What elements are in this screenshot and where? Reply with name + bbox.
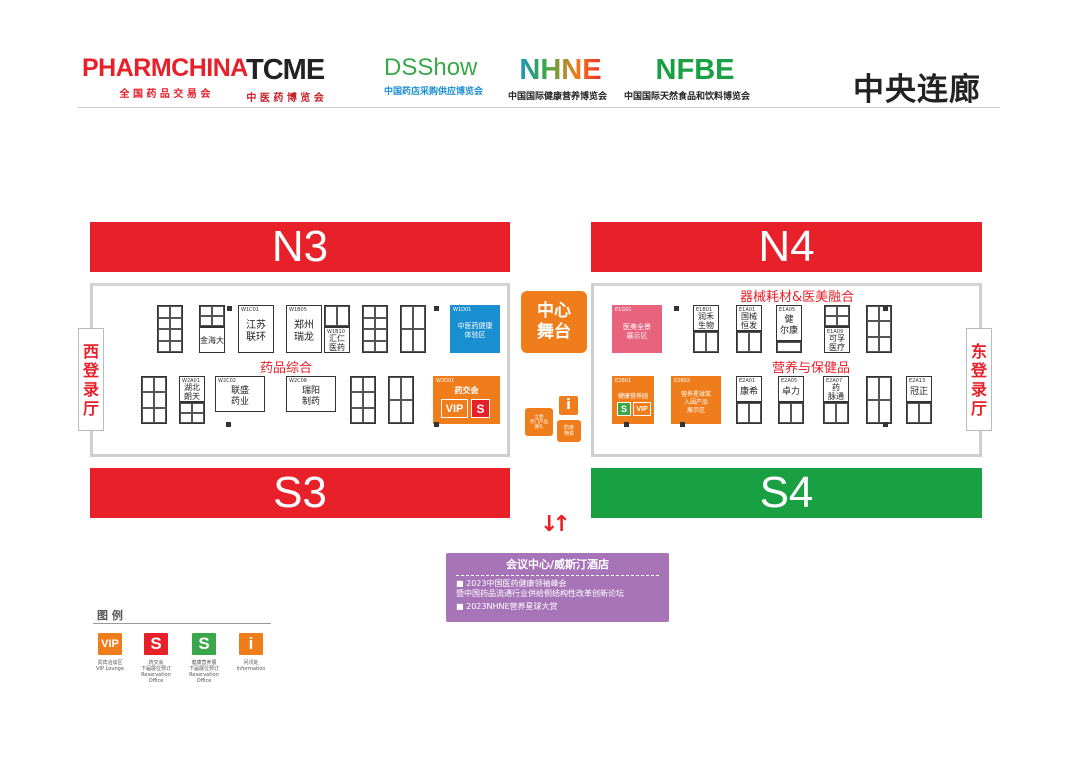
booth-cluster[interactable]	[776, 341, 802, 353]
booth-E2B02[interactable]: E2B02 营养星球奖 入围产品 展示区	[671, 376, 721, 424]
nhne-logo: NHNE 中国国际健康营养博览会	[508, 54, 608, 103]
pillar	[434, 422, 439, 427]
conference-item: ■ 2023NHNE营养星球大赏	[456, 602, 558, 611]
booth-cluster[interactable]	[179, 402, 205, 424]
booth-cluster[interactable]	[324, 305, 350, 327]
booth-cluster[interactable]	[866, 376, 892, 424]
booth-jinhaida[interactable]: 金海大	[199, 327, 225, 353]
booth-E1B01[interactable]: E1B01 润禾 生物	[693, 305, 719, 331]
conference-center-panel[interactable]: 会议中心/威斯汀酒店 ■ 2023中国医药健康领袖峰会 暨中国药品流通行业供给侧…	[446, 553, 669, 622]
west-entrance[interactable]: 西 登 录 厅	[78, 328, 104, 431]
conference-item: ■ 2023中国医药健康领袖峰会 暨中国药品流通行业供给侧结构性改革创新论坛	[456, 579, 624, 598]
booth-E1A01[interactable]: E1A01 国械 恒发	[736, 305, 762, 331]
nutrition-reservation-s-icon: S	[617, 402, 631, 416]
center-stage[interactable]: 中心 舞台	[521, 291, 587, 353]
hot-product-booth[interactable]: 立春 热门产品 颁礼	[525, 408, 553, 436]
dsshow-logo: DSShow 中国药店采购供应博览会	[384, 54, 484, 98]
pillar	[674, 306, 679, 311]
hall-n3-band: N3	[90, 222, 510, 272]
booth-E2A07[interactable]: E2A07 药 脉通	[823, 376, 849, 402]
booth-cluster[interactable]	[199, 305, 225, 327]
booth-cluster[interactable]	[400, 305, 426, 353]
booth-cluster[interactable]	[866, 305, 892, 353]
booth-cluster[interactable]	[141, 376, 167, 424]
booth-E2A13[interactable]: E2A13 冠正	[906, 376, 932, 402]
legend-title: 图 例	[97, 609, 123, 622]
pillar	[883, 306, 888, 311]
booth-E1G01[interactable]: E1G01 医美全景 展示区	[612, 305, 662, 353]
pillar	[624, 422, 629, 427]
booth-cluster[interactable]	[823, 402, 849, 424]
legend-label: 健康营养展 下届展位预订 Reservation Office	[188, 660, 219, 684]
zone-label-pharma: 药品综合	[260, 361, 313, 376]
legend-s-green-icon: S	[191, 632, 217, 656]
booth-cluster[interactable]	[157, 305, 183, 353]
booth-W1B10[interactable]: W1B10 汇仁 医药	[324, 327, 350, 353]
legend-info-icon: i	[238, 632, 264, 656]
booth-cluster[interactable]	[388, 376, 414, 424]
booth-E2A01[interactable]: E2A01 康希	[736, 376, 762, 402]
reservation-s-icon: S	[471, 399, 490, 418]
pillar	[434, 306, 439, 311]
legend-label: 药交会 下届展位预订 Reservation Office	[140, 660, 171, 684]
zone-label-nutrition: 营养与保健品	[772, 361, 851, 376]
pillar	[227, 306, 232, 311]
east-entrance[interactable]: 东 登 录 厅	[966, 328, 992, 431]
hall-n4-band: N4	[591, 222, 982, 272]
booth-E2B01[interactable]: E2B01 健康营养园 S VIP	[612, 376, 654, 424]
pillar	[883, 422, 888, 427]
info-icon[interactable]: i	[559, 396, 578, 415]
booth-W2C08[interactable]: W2C08 瑞阳 制药	[286, 376, 336, 412]
booth-W1C01[interactable]: W1C01 江苏 联环	[238, 305, 274, 353]
booth-W1D01[interactable]: W1D01 中医药健康 体验区	[450, 305, 500, 353]
booth-W2D01[interactable]: W2D01 药交会 VIP S	[433, 376, 500, 424]
booth-cluster[interactable]	[906, 402, 932, 424]
up-down-arrow-icon: ↓↑	[540, 512, 571, 537]
nfbe-logo: NFBE 中国国际天然食品和饮料博览会	[624, 54, 751, 103]
booth-W2C02[interactable]: W2C02 联盛 药业	[215, 376, 265, 412]
hall-s4-band: S4	[591, 468, 982, 518]
booth-cluster[interactable]	[824, 305, 850, 327]
vip-icon: VIP	[633, 402, 651, 416]
booth-cluster[interactable]	[362, 305, 388, 353]
booth-cluster[interactable]	[693, 331, 719, 353]
hall-s3-band: S3	[90, 468, 510, 518]
page-title: 中央连廊	[853, 72, 981, 108]
booth-cluster[interactable]	[350, 376, 376, 424]
legend-label: 问讯处 Information	[236, 660, 266, 672]
vip-icon: VIP	[441, 399, 468, 418]
legend-s-red-icon: S	[143, 632, 169, 656]
pharmchina-logo: PHARMCHINA 全 国 药 品 交 易 会	[82, 54, 248, 101]
header-divider	[78, 107, 1000, 108]
booth-E1A09[interactable]: E1A09 可孚 医疗	[824, 327, 850, 353]
zone-label-device: 器械耗材&医美融合	[740, 290, 855, 305]
legend-label: 贵宾洽谈区 VIP Lounge	[96, 660, 124, 672]
booth-E1A05[interactable]: E1A05 健 尔康	[776, 305, 802, 341]
pillar	[226, 422, 231, 427]
booth-cluster[interactable]	[736, 331, 762, 353]
booth-cluster[interactable]	[736, 402, 762, 424]
epidemic-supplies-booth[interactable]: 防疫 物资	[557, 420, 581, 442]
pillar	[680, 422, 685, 427]
legend-divider	[93, 623, 271, 624]
legend-vip-icon: VIP	[97, 632, 123, 656]
booth-cluster[interactable]	[778, 402, 804, 424]
tcme-logo: TCME 中 医 药 博 览 会	[246, 54, 325, 105]
conference-title: 会议中心/威斯汀酒店	[505, 558, 610, 571]
booth-W1B05[interactable]: W1B05 郑州 瑞龙	[286, 305, 322, 353]
booth-E2A05[interactable]: E2A05 卓力	[778, 376, 804, 402]
booth-W2A01[interactable]: W2A01 湖北 朗天	[179, 376, 205, 402]
